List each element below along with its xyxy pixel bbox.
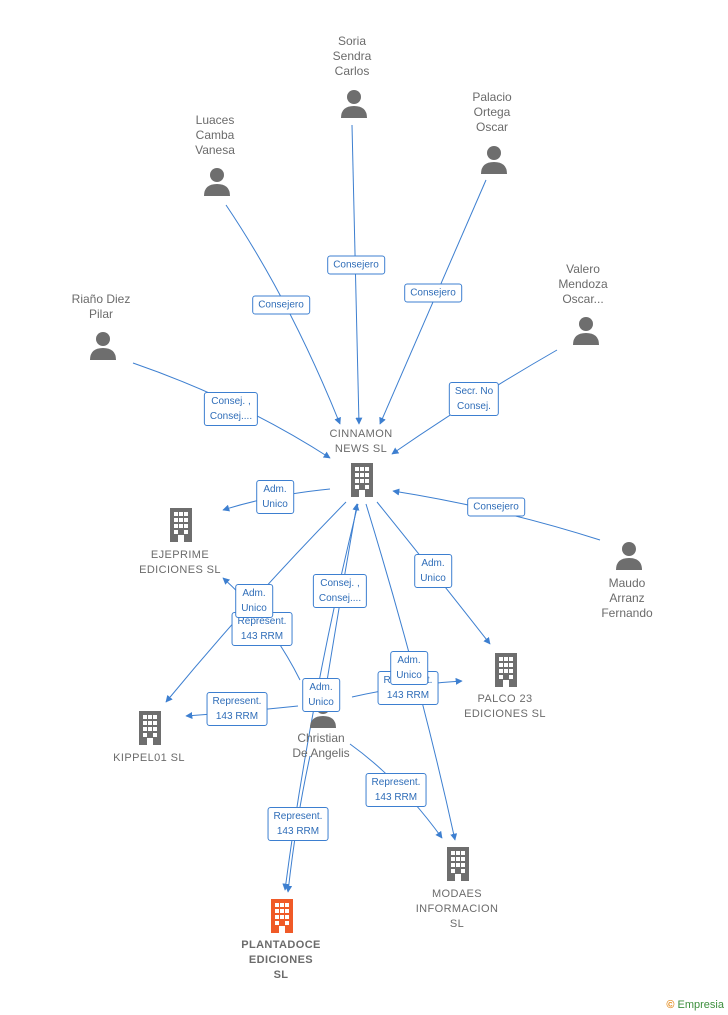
edge-label: Secr. No Consej. xyxy=(448,382,500,416)
edge-label: Represent. 143 RRM xyxy=(365,773,427,807)
company-label-kippel[interactable]: KIPPEL01 SL xyxy=(113,752,185,764)
person-label-valero[interactable]: Valero Mendoza Oscar... xyxy=(558,262,608,306)
copyright-symbol: © xyxy=(666,999,675,1011)
company-label-cinnamon[interactable]: CINNAMON NEWS SL xyxy=(329,428,393,455)
person-label-palacio[interactable]: Palacio Ortega Oscar xyxy=(472,90,512,134)
person-icon xyxy=(573,317,599,345)
company-label-ejeprime[interactable]: EJEPRIME EDICIONES SL xyxy=(139,549,221,576)
edge-label: Consejero xyxy=(467,497,525,517)
edge-label: Consejero xyxy=(404,283,462,303)
person-label-soria[interactable]: Soria Sendra Carlos xyxy=(332,34,372,78)
company-label-palco[interactable]: PALCO 23 EDICIONES SL xyxy=(464,693,546,720)
person-label-luaces[interactable]: Luaces Camba Vanesa xyxy=(195,113,235,157)
edge-label: Adm. Unico xyxy=(256,480,294,514)
building-icon xyxy=(495,653,517,687)
company-label-plantadoce[interactable]: PLANTADOCE EDICIONES SL xyxy=(241,939,321,981)
person-label-maudo[interactable]: Maudo Arranz Fernando xyxy=(601,576,653,620)
building-icon xyxy=(351,463,373,497)
person-icon xyxy=(90,332,116,360)
edge-soria-cinnamon xyxy=(351,124,363,425)
brand-footer: © Empresia xyxy=(666,999,724,1011)
edge-label: Adm. Unico xyxy=(390,651,428,685)
edge-label: Represent. 143 RRM xyxy=(206,692,268,726)
building-icon xyxy=(139,711,161,745)
edge-label: Adm. Unico xyxy=(235,584,273,618)
edge-label: Adm. Unico xyxy=(414,554,452,588)
building-icon xyxy=(447,847,469,881)
edge-label: Consejero xyxy=(252,295,310,315)
edge-label: Consejero xyxy=(327,255,385,275)
building-icon xyxy=(170,508,192,542)
edge-label: Represent. 143 RRM xyxy=(267,807,329,841)
building-icon xyxy=(271,899,293,933)
person-icon xyxy=(204,168,230,196)
person-icon xyxy=(341,90,367,118)
person-label-riano[interactable]: Riaño Diez Pilar xyxy=(71,292,131,321)
person-icon xyxy=(616,542,642,570)
edge-label: Consej. , Consej.... xyxy=(203,392,259,426)
brand-name: Empresia xyxy=(677,999,724,1011)
person-label-christian[interactable]: Christian De Angelis xyxy=(292,731,350,760)
edge-label: Adm. Unico xyxy=(302,678,340,712)
company-label-modaes[interactable]: MODAES INFORMACION SL xyxy=(415,888,499,930)
person-icon xyxy=(481,146,507,174)
edge-palacio-cinnamon xyxy=(379,179,487,425)
edge-label: Consej. , Consej.... xyxy=(312,574,368,608)
